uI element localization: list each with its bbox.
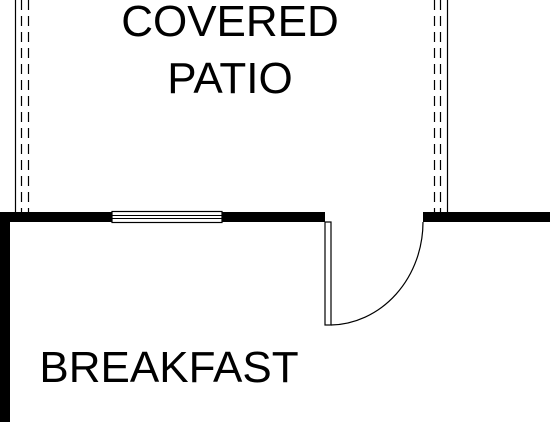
- door-swing-arc: [330, 221, 424, 326]
- room-label-breakfast: BREAKFAST: [39, 343, 298, 392]
- wall-top-left: [0, 212, 112, 222]
- wall-top-middle: [222, 212, 325, 222]
- room-label-patio: PATIO: [167, 54, 293, 103]
- wall-top-right: [423, 212, 550, 222]
- door-leaf: [324, 221, 332, 326]
- patio-column-right: [433, 0, 449, 214]
- room-label-covered: COVERED: [121, 0, 339, 46]
- window: [111, 210, 223, 224]
- door: [324, 221, 424, 326]
- wall-left: [0, 212, 10, 422]
- patio-column-left: [14, 0, 30, 214]
